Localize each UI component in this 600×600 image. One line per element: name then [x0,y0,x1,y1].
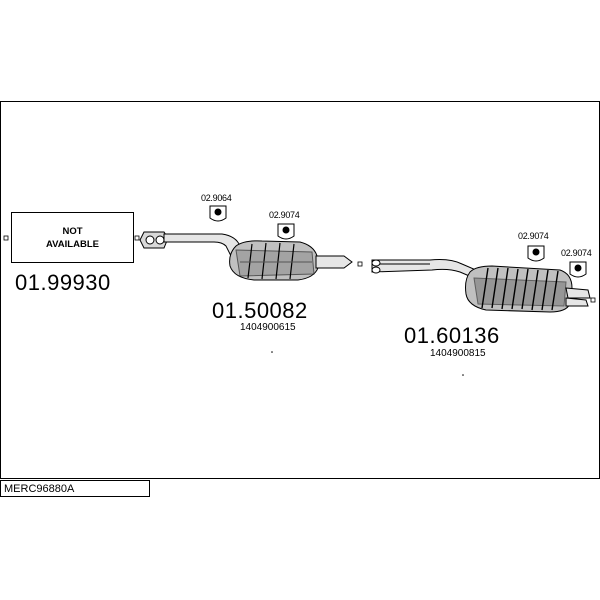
hanger-icon [527,245,545,262]
hanger-code: 02.9064 [201,193,232,203]
not-available-line1: NOT [62,225,83,237]
connector-marker [134,235,140,241]
rear-silencer [371,259,591,313]
drawing-id: MERC96880A [0,480,150,497]
hanger-code: 02.9074 [518,231,549,241]
part-code-middle: 01.50082 [212,298,308,323]
hanger-icon [569,261,587,278]
oe-number-middle: 1404900615 [240,322,296,333]
hanger-code: 02.9074 [269,210,300,220]
hanger-icon [209,205,227,222]
dot-mark [271,351,273,353]
hanger-code: 02.9074 [561,248,592,258]
connector-marker [357,261,363,267]
connector-marker [590,297,596,303]
part-code-rear: 01.60136 [404,323,500,348]
connector-marker [3,235,9,241]
not-available-line2: AVAILABLE [46,238,99,250]
middle-silencer [139,231,353,281]
part-code-front: 01.99930 [15,270,111,295]
dot-mark [462,374,464,376]
oe-number-rear: 1404900815 [430,348,486,359]
hanger-icon [277,223,295,240]
not-available-box: NOT AVAILABLE [11,212,134,263]
